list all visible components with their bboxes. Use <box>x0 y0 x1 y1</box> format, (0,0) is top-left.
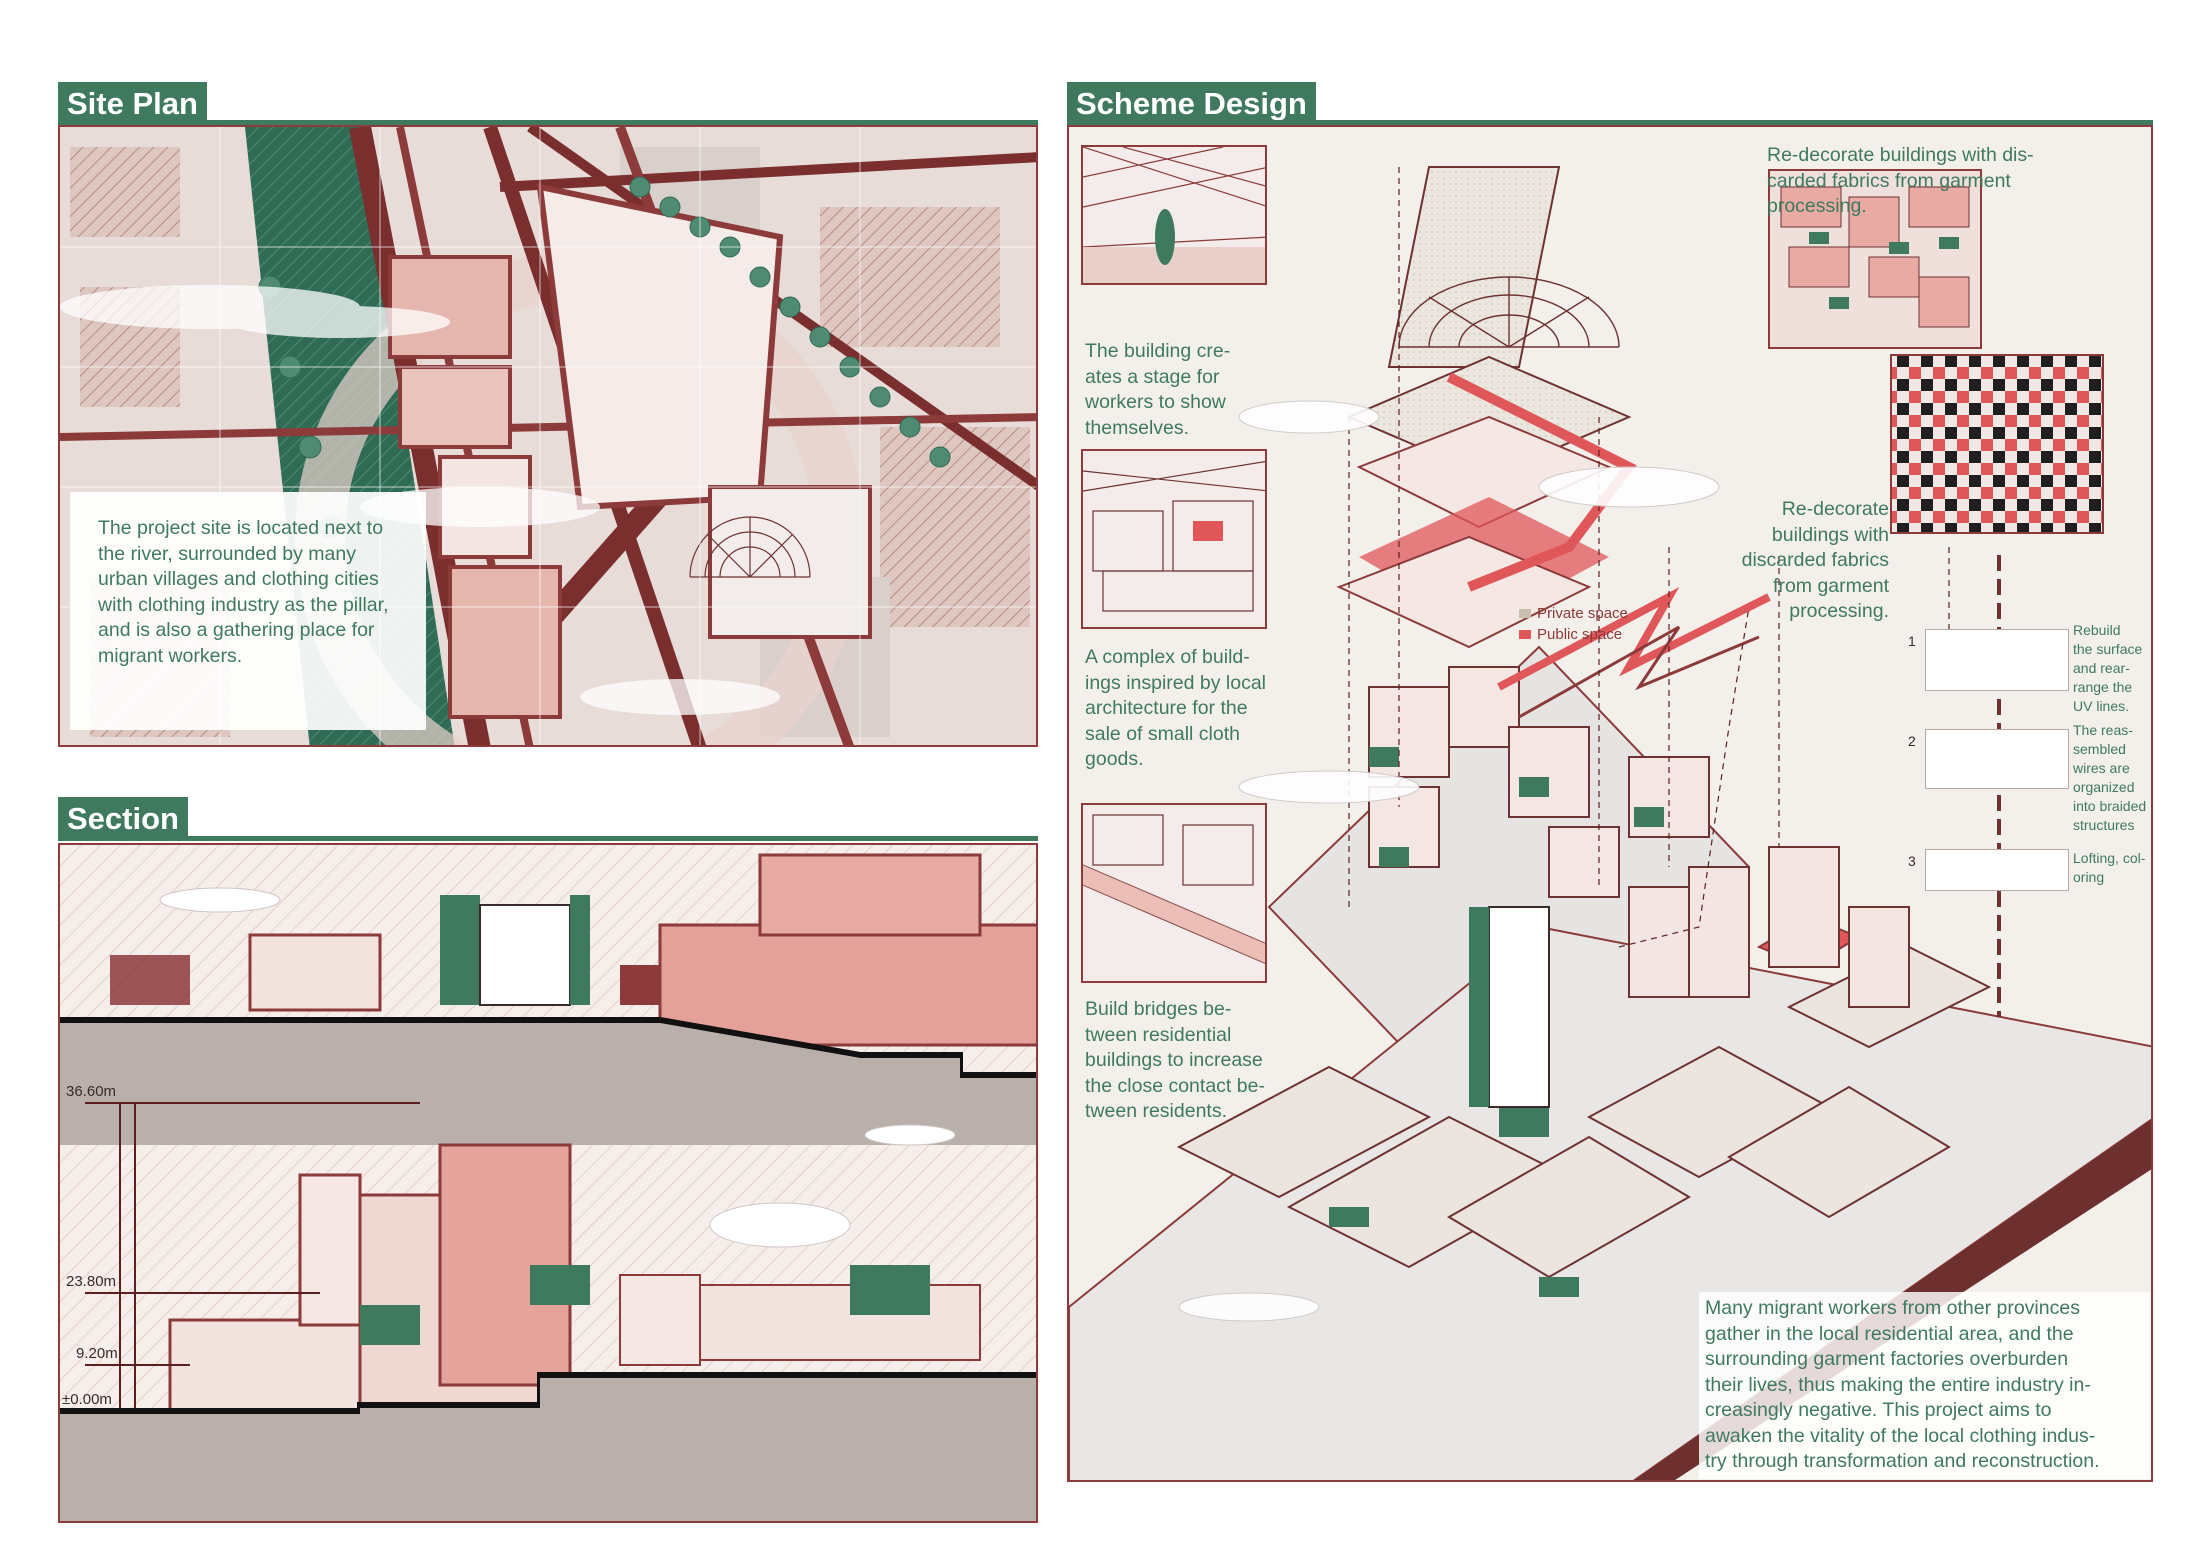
scheme-conclusion-line: creasingly negative. This project aims t… <box>1705 1399 2052 1421</box>
fabric-note-mid: Re-decorate buildings with discarded fab… <box>1719 497 1889 625</box>
scheme-conclusion-line: Many migrant workers from other province… <box>1705 1297 2080 1319</box>
step-diagram-1 <box>1925 629 2069 691</box>
caption-market-line: A complex of build- <box>1085 646 1250 668</box>
site-plan-rule <box>58 120 1038 125</box>
caption-market-line: ings inspired by local <box>1085 671 1267 694</box>
legend-label-public: Public space <box>1537 626 1623 643</box>
space-legend: Private space Public space <box>1519 605 1628 643</box>
step-text-1-line: Rebuild <box>2073 622 2121 638</box>
fabric-note-top-line: carded fabrics from garment <box>1767 169 2011 192</box>
caption-market: A complex of build- ings inspired by loc… <box>1085 645 1285 773</box>
section-title: Section <box>58 797 188 841</box>
scheme-conclusion-card: Many migrant workers from other province… <box>1699 1292 2151 1479</box>
fabric-note-mid-line: buildings with <box>1771 523 1889 546</box>
step-number-1: 1 <box>1908 633 1916 649</box>
legend-item-private: Private space <box>1519 605 1628 622</box>
elevation-label-2: 23.80m <box>66 1273 117 1290</box>
caption-market-line: architecture for the <box>1085 697 1248 719</box>
caption-bridge-line: tween residential <box>1085 1023 1232 1046</box>
step-number-3: 3 <box>1908 853 1916 869</box>
caption-bridge: Build bridges be- tween residential buil… <box>1085 997 1285 1125</box>
step-text-2-line: sembled <box>2073 741 2126 757</box>
caption-market-line: sale of small cloth <box>1085 722 1240 745</box>
fabric-note-top-line: Re-decorate buildings with dis- <box>1767 144 2034 166</box>
scheme-design-rule <box>1067 120 2153 125</box>
step-text-1: Rebuild the surface and rear- range the … <box>2073 621 2151 716</box>
scheme-conclusion-line: surrounding garment factories overburden <box>1705 1348 2069 1370</box>
caption-bridge-line: tween residents. <box>1085 1100 1227 1122</box>
site-plan-drawing <box>60 127 1036 745</box>
elevation-label-3: 9.20m <box>76 1345 118 1362</box>
scheme-conclusion-line: try through transformation and reconstru… <box>1705 1450 2100 1472</box>
scheme-conclusion-line: their lives, thus making the entire indu… <box>1705 1373 2091 1396</box>
step-text-2-line: The reas- <box>2073 722 2133 738</box>
step-text-2-line: structures <box>2073 817 2135 833</box>
elevation-label-1: 36.60m <box>66 1083 117 1100</box>
step-text-3: Lofting, col- oring <box>2073 849 2151 887</box>
fabric-note-top-line: processing. <box>1767 195 1867 217</box>
caption-stage-line: The building cre- <box>1085 340 1231 362</box>
caption-bridge-line: the close contact be- <box>1085 1074 1265 1097</box>
site-plan-description: The project site is located next to the … <box>98 517 389 667</box>
scheme-conclusion-line: gather in the local residential area, an… <box>1705 1322 2074 1345</box>
legend-label-private: Private space <box>1537 605 1628 622</box>
step-number-2: 2 <box>1908 733 1916 749</box>
caption-market-line: goods. <box>1085 748 1144 770</box>
scheme-design-title: Scheme Design <box>1067 82 1316 126</box>
legend-swatch-public <box>1519 630 1531 639</box>
step-diagram-2 <box>1925 729 2069 789</box>
step-text-1-line: UV lines. <box>2073 698 2130 714</box>
step-text-3-line: Lofting, col- <box>2073 850 2146 866</box>
caption-stage-line: themselves. <box>1085 416 1190 439</box>
caption-stage: The building cre- ates a stage for worke… <box>1085 339 1275 441</box>
fabric-note-mid-line: Re-decorate <box>1781 498 1889 520</box>
scheme-design-panel: The building cre- ates a stage for worke… <box>1067 125 2153 1482</box>
legend-swatch-private <box>1519 609 1531 618</box>
section-elevations <box>60 845 1036 1521</box>
market-sketch <box>1083 451 1265 627</box>
caption-bridge-line: buildings to increase <box>1085 1049 1263 1071</box>
fabric-note-mid-line: processing. <box>1789 600 1889 622</box>
fabric-note-mid-line: discarded fabrics <box>1741 549 1889 571</box>
site-plan-title: Site Plan <box>58 82 207 126</box>
caption-bridge-line: Build bridges be- <box>1085 998 1232 1020</box>
market-thumbnail <box>1081 449 1267 629</box>
section-drawing: 36.60m 23.80m 9.20m ±0.00m <box>58 843 1038 1523</box>
step-text-1-line: range the <box>2073 679 2133 695</box>
step-text-2-line: into braided <box>2073 798 2147 814</box>
stage-sketch <box>1083 147 1265 283</box>
step-text-3-line: oring <box>2073 869 2105 885</box>
step-text-1-line: and rear- <box>2073 660 2130 676</box>
elevation-label-4: ±0.00m <box>62 1391 112 1408</box>
bridge-sketch <box>1083 805 1265 981</box>
step-diagram-3 <box>1925 849 2069 891</box>
bridge-thumbnail <box>1081 803 1267 983</box>
caption-stage-line: workers to show <box>1085 391 1226 413</box>
step-text-2-line: wires are <box>2073 760 2130 776</box>
stage-thumbnail <box>1081 145 1267 285</box>
step-text-2-line: organized <box>2073 779 2135 795</box>
section-rule <box>58 836 1038 841</box>
site-plan-map: The project site is located next to the … <box>58 125 1038 747</box>
scheme-conclusion-line: awaken the vitality of the local clothin… <box>1705 1424 2096 1447</box>
step-text-1-line: the surface <box>2073 641 2143 657</box>
site-plan-description-card: The project site is located next to the … <box>70 492 426 730</box>
fabric-note-top: Re-decorate buildings with dis- carded f… <box>1767 143 2057 220</box>
legend-item-public: Public space <box>1519 626 1628 643</box>
fabric-note-mid-line: from garment <box>1773 574 1889 597</box>
caption-stage-line: ates a stage for <box>1085 365 1220 388</box>
step-text-2: The reas- sembled wires are organized in… <box>2073 721 2151 835</box>
